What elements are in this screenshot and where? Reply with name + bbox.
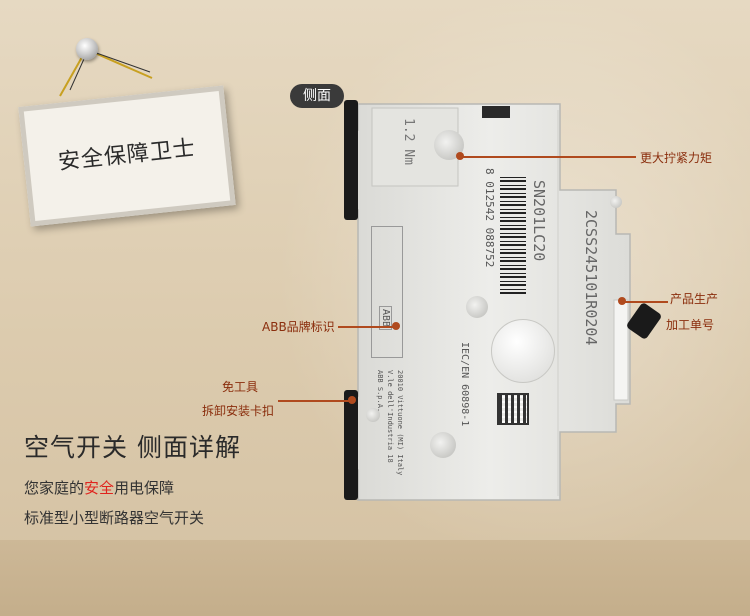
callout-production-2: 加工单号: [666, 318, 715, 332]
callout-dot-abb: [392, 322, 400, 330]
callout-production-1: 产品生产: [670, 292, 719, 306]
barcode: [500, 174, 526, 294]
standard-text: IEC/EN 60898-1: [459, 342, 470, 427]
side-view-tag: 侧面: [290, 84, 344, 108]
callout-torque: 更大拧紧力矩: [640, 151, 713, 165]
callout-clip-1: 免工具: [222, 380, 259, 394]
floor: [0, 540, 750, 616]
nameplate-panel: [371, 226, 403, 358]
callout-line-clip: [278, 400, 350, 402]
screw-hole-5: [430, 432, 456, 458]
screw-hole-3: [610, 196, 622, 208]
subtitle-after: 用电保障: [114, 479, 175, 497]
din-rail-clip-bottom: [344, 390, 358, 500]
callout-line-torque: [460, 156, 636, 158]
callout-abb-logo: ABB品牌标识: [262, 320, 335, 334]
order-code: 2CSS245101R0204: [582, 210, 600, 346]
maker-line-3: 20010 Vittuone (MI) Italy: [396, 370, 404, 476]
callout-line-abb: [338, 326, 394, 328]
callout-line-production: [622, 301, 668, 303]
subtitle-before: 您家庭的: [24, 479, 85, 497]
callout-clip-2: 拆卸安装卡扣: [202, 404, 275, 418]
subtitle-highlight: 安全: [84, 479, 115, 497]
screw-hole-4: [366, 408, 380, 422]
subtitle-line-2: 标准型小型断路器空气开关: [24, 509, 205, 527]
torque-spec: 1.2 Nm: [401, 118, 416, 165]
screw-hole-2: [466, 296, 488, 318]
pushpin-icon: [76, 38, 98, 60]
model-number: SN201LC20: [530, 180, 548, 262]
maker-line-2: V.le dell'Industria 18: [386, 370, 394, 463]
barcode-number: 8 012542 088752: [483, 168, 496, 268]
callout-dot-clip: [348, 396, 356, 404]
indicator-dial: [491, 319, 555, 383]
maker-line-1: ABB S.p.A.: [376, 370, 384, 413]
main-heading: 空气开关 侧面详解: [24, 433, 241, 462]
subtitle-line-1: 您家庭的安全用电保障: [24, 477, 174, 498]
din-rail-clip-top: [344, 100, 358, 220]
qr-code: [497, 393, 529, 425]
